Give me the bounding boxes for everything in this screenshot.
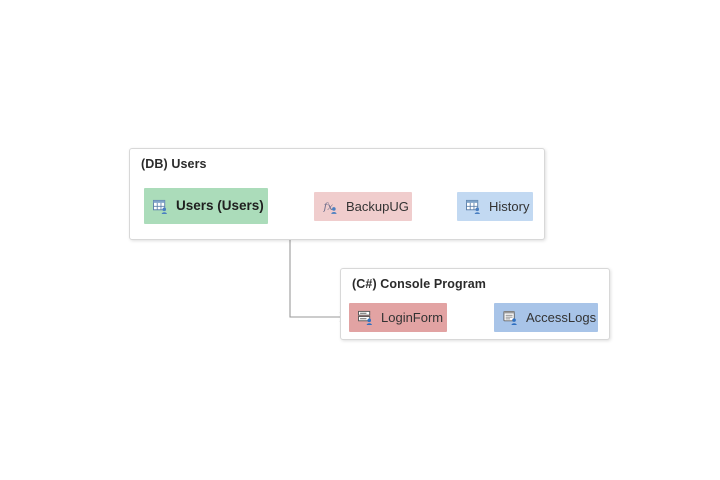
node-label-backup-ug: BackupUG [346, 199, 409, 214]
node-backup-ug[interactable]: fx BackupUG [314, 192, 412, 221]
function-user-icon: fx [322, 199, 338, 214]
form-user-icon [358, 310, 373, 325]
node-access-logs[interactable]: AccessLogs [494, 303, 598, 332]
node-label-history: History [489, 199, 530, 214]
node-users-table[interactable]: Users (Users) [144, 188, 268, 224]
node-label-users-table: Users (Users) [176, 198, 264, 214]
table-user-icon [153, 199, 168, 214]
node-label-login-form: LoginForm [381, 310, 444, 325]
group-title-db-users: (DB) Users [141, 157, 207, 171]
node-label-access-logs: AccessLogs [526, 310, 597, 325]
node-login-form[interactable]: LoginForm [349, 303, 447, 332]
table-user-icon [466, 199, 481, 214]
node-history[interactable]: History [457, 192, 533, 221]
svg-text:fx: fx [323, 201, 333, 213]
report-user-icon [503, 310, 518, 325]
group-title-csharp-console: (C#) Console Program [352, 277, 486, 291]
